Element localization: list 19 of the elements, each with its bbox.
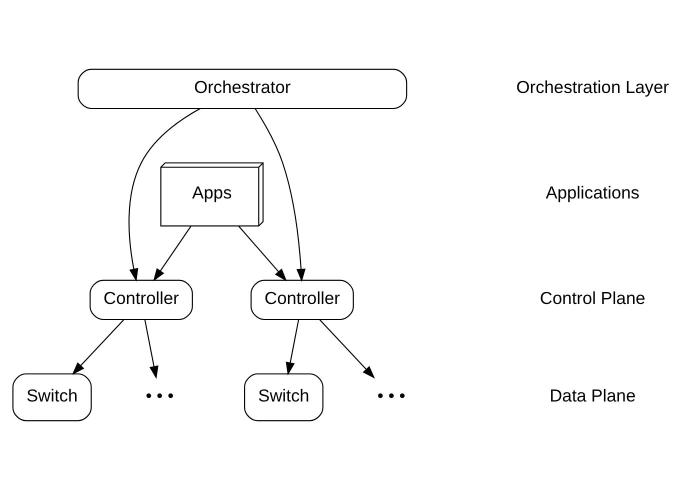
node-box: Controller	[90, 280, 193, 320]
arrow	[319, 319, 375, 379]
node-box: Orchestrator	[78, 68, 408, 110]
node-box: Switch	[244, 373, 324, 422]
arrow	[254, 108, 306, 282]
node-box: Switch	[12, 373, 92, 422]
label: Orchestration Layer	[516, 77, 669, 98]
arrow	[72, 319, 124, 375]
arrow	[144, 320, 158, 380]
label: Control Plane	[540, 288, 646, 308]
node-text: • • •	[146, 385, 174, 406]
node-text: • • •	[377, 385, 406, 406]
label: Data Plane	[550, 385, 636, 406]
arrow	[128, 108, 201, 282]
label: Applications	[546, 182, 640, 203]
arrow	[153, 226, 192, 282]
arrow	[286, 320, 300, 376]
node-box: Controller	[250, 280, 354, 320]
arrow	[238, 226, 287, 282]
